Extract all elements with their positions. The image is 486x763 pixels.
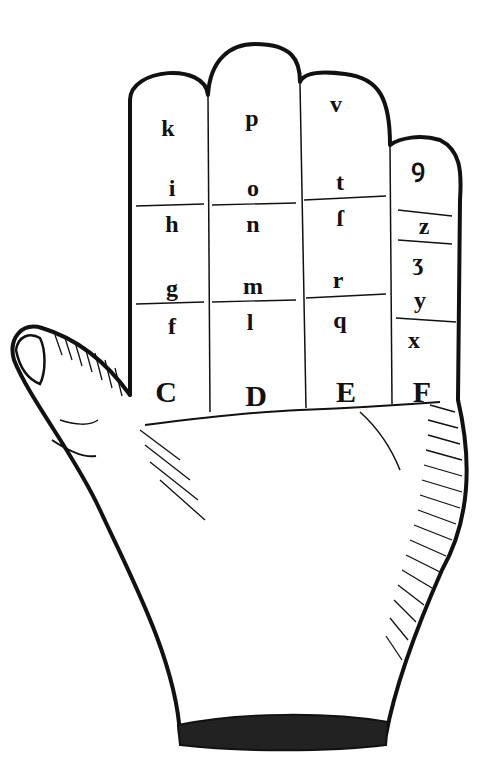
joint-letter: l <box>247 310 254 334</box>
joint-letter: y <box>414 288 426 312</box>
joint-letter: k <box>161 116 174 140</box>
joint-letter: p <box>245 106 258 130</box>
joint-letter: ʒ <box>412 250 423 274</box>
joint-letter: ſ <box>337 206 344 230</box>
joint-letter: t <box>336 170 344 194</box>
joint-letter: o <box>247 176 259 200</box>
joint-letter: z <box>419 214 430 238</box>
joint-letter: x <box>408 328 420 352</box>
joint-letter: r <box>333 268 344 292</box>
joint-letter: v <box>330 92 342 116</box>
joint-letter: f <box>168 314 176 338</box>
base-letter: E <box>336 377 356 407</box>
base-letter: C <box>155 377 177 407</box>
joint-letter: q <box>333 308 346 332</box>
base-letter: F <box>413 377 431 407</box>
joint-letter: i <box>169 176 176 200</box>
joint-letter: h <box>165 212 178 236</box>
joint-letter: m <box>243 274 263 298</box>
joint-letter: g <box>166 276 178 300</box>
joint-letter: ꝯ <box>411 156 425 180</box>
base-letter: D <box>245 381 267 411</box>
joint-letter: n <box>246 212 259 236</box>
